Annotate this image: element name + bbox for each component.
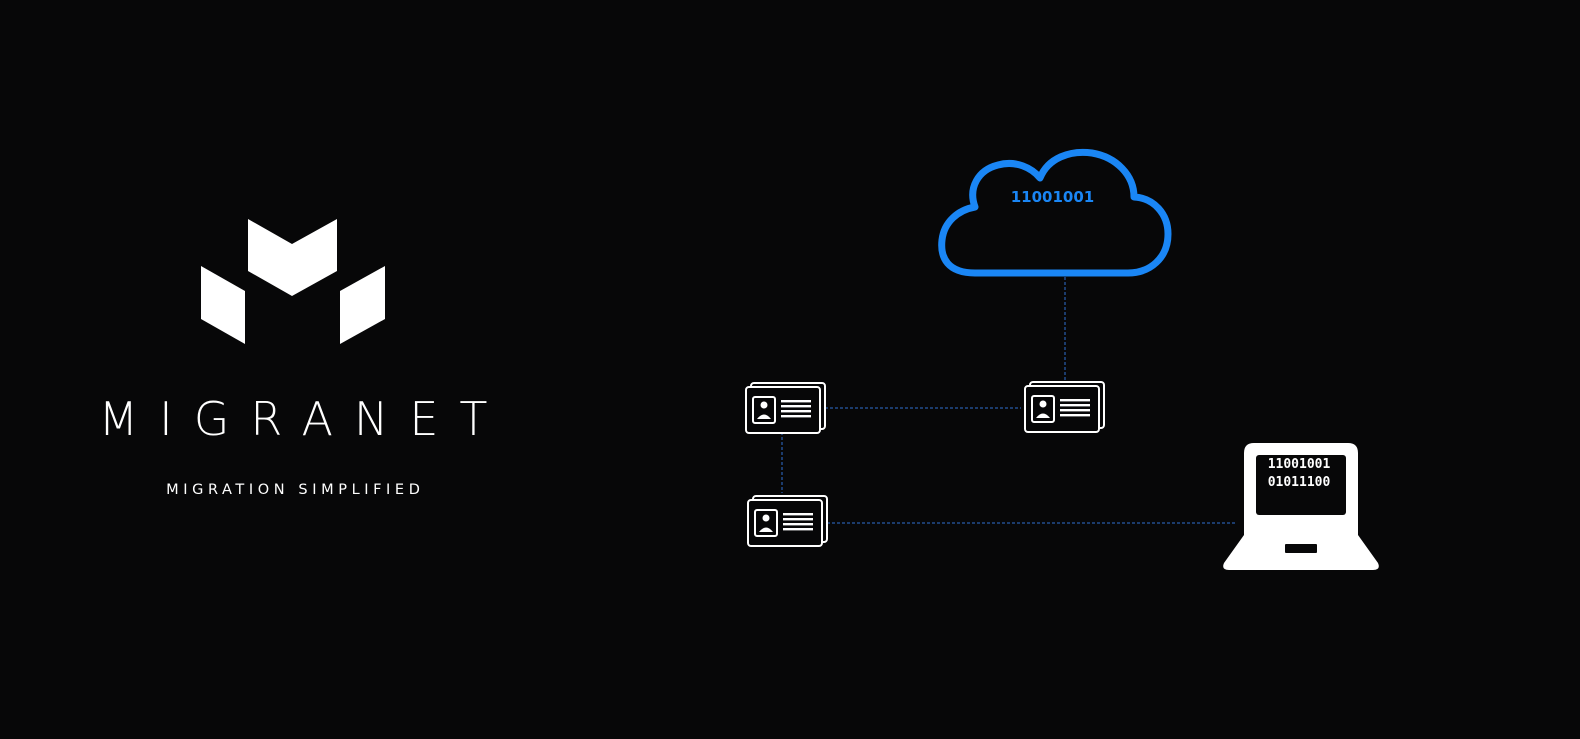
migranet-logo-icon	[201, 219, 385, 344]
id-card-icon	[1024, 381, 1105, 433]
laptop-screen-line: 11001001	[1267, 457, 1331, 472]
cloud-binary-text: 11001001	[1010, 188, 1095, 206]
connector-lines	[781, 272, 1236, 524]
cloud-icon	[938, 148, 1172, 277]
id-card-icon	[747, 495, 828, 547]
laptop-icon	[1223, 443, 1379, 570]
id-card-icon	[745, 382, 826, 434]
brand-tagline: MIGRATION SIMPLIFIED	[166, 482, 425, 498]
laptop-screen-line: 01011100	[1267, 475, 1331, 490]
laptop-screen-text: 11001001 01011100	[1254, 456, 1344, 492]
brand-name: MIGRANET	[98, 392, 509, 446]
